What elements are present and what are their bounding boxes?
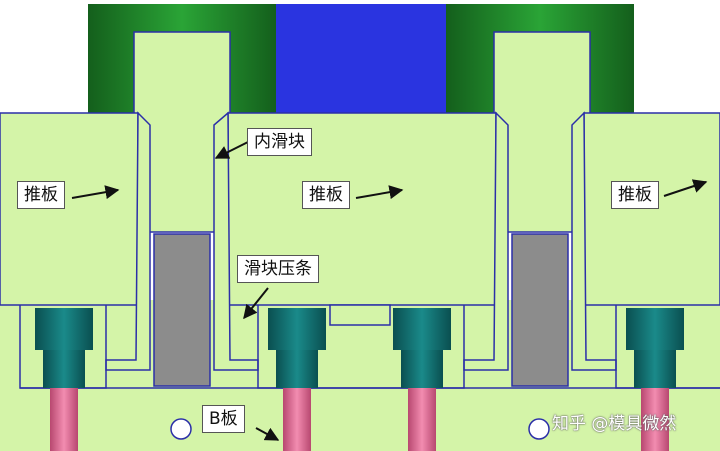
bolt-shank-4 [634,350,676,388]
bolt-head-1 [35,308,93,350]
label-b-plate: B板 [202,405,245,433]
pink-pin-1 [50,388,78,451]
bolt-shank-3 [401,350,443,388]
label-push-plate-center: 推板 [302,181,350,209]
push-plate-left [0,112,139,306]
arrow-push-plate-left [71,185,120,200]
bolt-head-2 [268,308,326,350]
guide-hole-right [528,418,550,440]
guide-hole-left [170,418,192,440]
label-inner-slider: 内滑块 [247,128,312,156]
pink-pin-4 [641,388,669,451]
label-push-plate-right: 推板 [611,181,659,209]
arrow-inner-slider [214,141,249,159]
arrow-b-plate [255,427,280,441]
bolt-head-3 [393,308,451,350]
arrow-push-plate-right [663,179,708,197]
grey-slot-right [511,233,569,387]
bolt-shank-2 [276,350,318,388]
push-plate-right [583,112,720,306]
top-blue-block [276,4,446,116]
pink-pin-3 [408,388,436,451]
label-slider-strip: 滑块压条 [237,255,319,283]
pink-pin-2 [283,388,311,451]
b-plate-slot-center [329,304,391,326]
label-push-plate-left: 推板 [17,181,65,209]
watermark: 知乎 @模具微然 [552,414,677,434]
grey-slot-left [153,233,211,387]
arrow-slider-strip [243,287,269,320]
bolt-head-4 [626,308,684,350]
arrow-push-plate-center [355,185,404,200]
bolt-shank-1 [43,350,85,388]
